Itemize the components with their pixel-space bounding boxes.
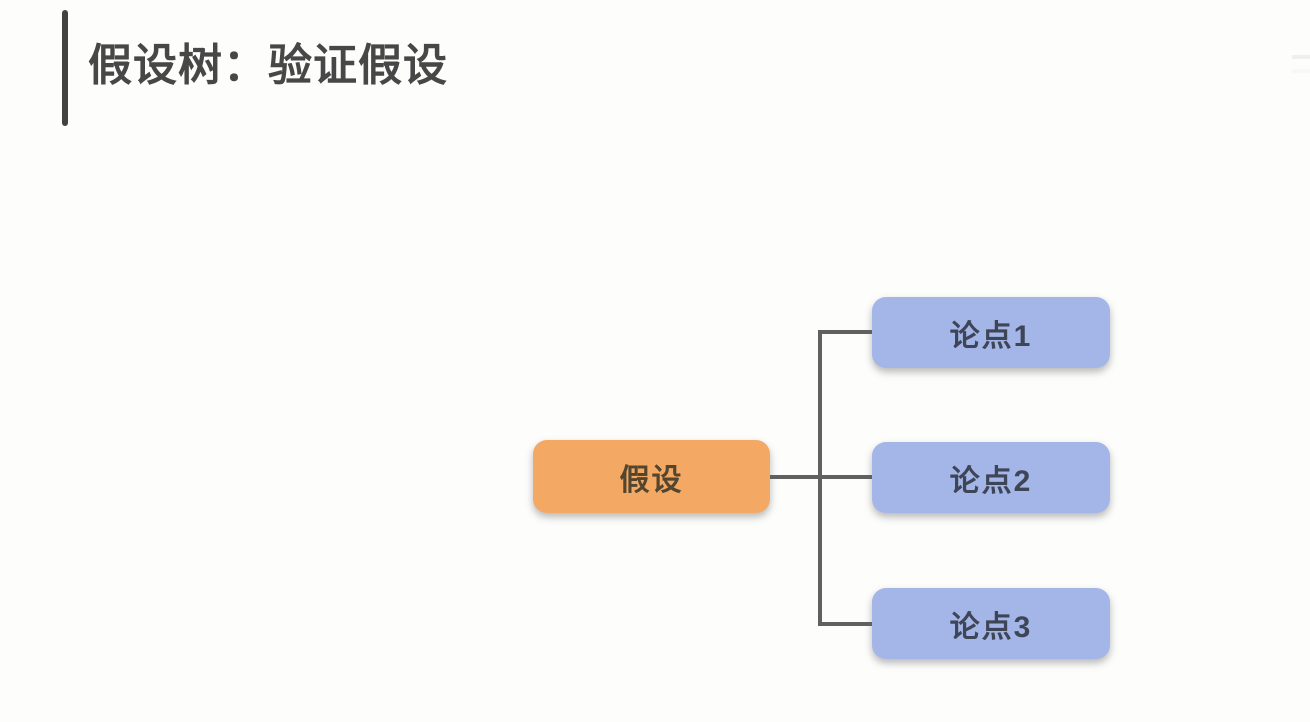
child-node-argument-2: 论点2 bbox=[872, 442, 1110, 513]
connector-branch-1 bbox=[820, 330, 874, 334]
faint-corner-mark bbox=[1292, 55, 1310, 59]
title-accent-bar bbox=[62, 10, 68, 126]
child-node-label: 论点2 bbox=[949, 464, 1033, 498]
connector-root-to-trunk bbox=[769, 475, 821, 479]
child-node-argument-1: 论点1 bbox=[872, 297, 1110, 368]
root-node-hypothesis: 假设 bbox=[533, 440, 770, 513]
connector-branch-3 bbox=[820, 622, 874, 626]
root-node-label: 假设 bbox=[619, 463, 684, 497]
connector-branch-2 bbox=[820, 475, 874, 479]
child-node-label: 论点1 bbox=[949, 319, 1033, 353]
child-node-label: 论点3 bbox=[949, 610, 1033, 644]
child-node-argument-3: 论点3 bbox=[872, 588, 1110, 659]
page-title: 假设树：验证假设 bbox=[88, 41, 448, 90]
